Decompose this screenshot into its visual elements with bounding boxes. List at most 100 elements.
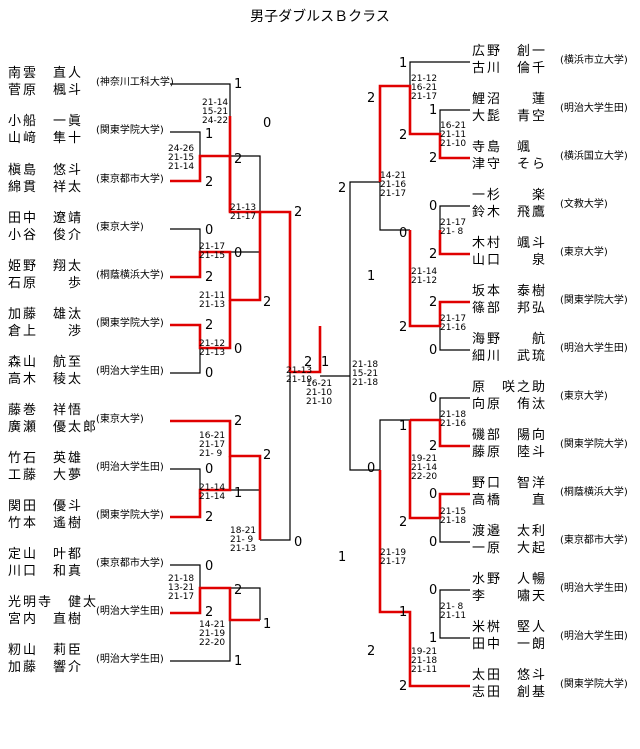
school-name: (関東学院大学) bbox=[96, 318, 164, 329]
player-name: 倉上 渉 bbox=[8, 324, 84, 339]
win-count: 2 bbox=[263, 448, 272, 463]
school-name: (関東学院大学) bbox=[560, 295, 628, 306]
school-name: (明治大学生田) bbox=[560, 103, 628, 114]
player-name: 加藤 雄汰 bbox=[8, 307, 84, 322]
player-name: 川口 和真 bbox=[8, 564, 84, 579]
win-count: 0 bbox=[234, 246, 243, 261]
match-score: 19-21 bbox=[411, 454, 438, 464]
match-score: 21- 8 bbox=[440, 227, 464, 237]
player-name: 藤巻 祥悟 bbox=[8, 403, 84, 418]
school-name: (関東学院大学) bbox=[96, 125, 164, 136]
player-name: 細川 武琉 bbox=[472, 349, 548, 364]
match-score: 21-15 bbox=[440, 507, 467, 517]
player-name: 綿貫 祥太 bbox=[8, 180, 84, 195]
match-score: 13-21 bbox=[168, 583, 195, 593]
school-name: (東京都市大学) bbox=[560, 535, 628, 546]
match-score: 21-12 bbox=[411, 74, 438, 84]
match-score: 21-12 bbox=[411, 276, 438, 286]
match-score: 21-13 bbox=[286, 366, 313, 376]
player-name: 太田 悠斗 bbox=[472, 668, 548, 683]
school-name: (明治大学生田) bbox=[96, 366, 164, 377]
match-score: 21-13 bbox=[199, 300, 226, 310]
player-name: 小谷 俊介 bbox=[8, 228, 84, 243]
school-name: (明治大学生田) bbox=[96, 654, 164, 665]
school-name: (関東学院大学) bbox=[560, 679, 628, 690]
school-name: (明治大学生田) bbox=[560, 631, 628, 642]
player-name: 寺島 颯 bbox=[472, 140, 533, 155]
school-name: (東京大学) bbox=[96, 222, 144, 233]
player-name: 高木 稜太 bbox=[8, 372, 84, 387]
player-name: 水野 人暢 bbox=[472, 572, 548, 587]
school-name: (東京大学) bbox=[96, 414, 144, 425]
match-score: 21-19 bbox=[199, 629, 226, 639]
match-score: 21-17 bbox=[411, 92, 438, 102]
player-name: 李 嘯天 bbox=[472, 589, 548, 604]
win-count: 1 bbox=[263, 617, 272, 632]
win-count: 1 bbox=[429, 103, 438, 118]
match-score: 21-13 bbox=[230, 203, 257, 213]
match-score: 21-17 bbox=[440, 314, 467, 324]
match-score: 21-16 bbox=[440, 419, 467, 429]
win-count: 2 bbox=[234, 583, 243, 598]
player-name: 南雲 直人 bbox=[8, 66, 84, 81]
match-score: 21-18 bbox=[440, 516, 467, 526]
match-score: 21-18 bbox=[352, 360, 379, 370]
win-count: 1 bbox=[429, 631, 438, 646]
win-count: 1 bbox=[234, 77, 243, 92]
player-name: 竹本 遙樹 bbox=[8, 516, 84, 531]
match-score: 21-15 bbox=[199, 251, 226, 261]
match-score: 14-21 bbox=[199, 620, 226, 630]
player-name: 志田 創基 bbox=[472, 685, 548, 700]
win-count: 0 bbox=[205, 462, 214, 477]
school-name: (東京都市大学) bbox=[96, 174, 164, 185]
win-count: 2 bbox=[294, 205, 303, 220]
player-name: 森山 航至 bbox=[8, 355, 84, 370]
match-score: 21-12 bbox=[199, 339, 226, 349]
win-count: 2 bbox=[205, 510, 214, 525]
match-score: 16-21 bbox=[199, 431, 226, 441]
win-count: 0 bbox=[234, 342, 243, 357]
win-count: 0 bbox=[429, 535, 438, 550]
match-score: 16-21 bbox=[306, 379, 333, 389]
match-score: 21-17 bbox=[440, 218, 467, 228]
match-score: 21-11 bbox=[411, 665, 438, 675]
player-name: 一原 大起 bbox=[472, 541, 548, 556]
player-name: 磯部 陽向 bbox=[472, 428, 548, 443]
match-score: 21-16 bbox=[440, 323, 467, 333]
school-name: (明治大学生田) bbox=[560, 583, 628, 594]
player-name: 竹石 英雄 bbox=[8, 451, 84, 466]
school-name: (東京大学) bbox=[560, 247, 608, 258]
page-title: 男子ダブルスＢクラス bbox=[250, 9, 390, 25]
player-name: 鯉沼 蓮 bbox=[472, 92, 548, 107]
player-name: 田中 一朗 bbox=[472, 637, 548, 652]
win-count: 1 bbox=[399, 605, 408, 620]
win-count: 2 bbox=[205, 270, 214, 285]
match-score: 21-14 bbox=[202, 98, 229, 108]
school-name: (関東学院大学) bbox=[96, 510, 164, 521]
match-score: 21-17 bbox=[199, 440, 226, 450]
match-score: 21-13 bbox=[199, 348, 226, 358]
win-count: 0 bbox=[205, 559, 214, 574]
win-count: 0 bbox=[367, 461, 376, 476]
match-score: 22-20 bbox=[411, 472, 438, 482]
win-count: 0 bbox=[429, 391, 438, 406]
school-name: (明治大学生田) bbox=[560, 343, 628, 354]
win-count: 2 bbox=[429, 295, 438, 310]
match-score: 21-14 bbox=[168, 162, 195, 172]
player-name: 関田 優斗 bbox=[8, 499, 84, 514]
win-count: 2 bbox=[205, 175, 214, 190]
match-score: 21-18 bbox=[168, 574, 195, 584]
player-name: 広野 創一 bbox=[472, 44, 548, 59]
win-count: 1 bbox=[338, 550, 347, 565]
match-score: 21-10 bbox=[440, 139, 467, 149]
match-score: 21-11 bbox=[440, 611, 467, 621]
match-score: 21-11 bbox=[199, 291, 226, 301]
player-name: 野口 智洋 bbox=[472, 476, 548, 491]
player-name: 鈴木 飛鷹 bbox=[472, 205, 548, 220]
match-score: 21-19 bbox=[380, 548, 407, 558]
win-count: 2 bbox=[429, 151, 438, 166]
win-count: 1 bbox=[321, 355, 330, 370]
win-count: 2 bbox=[367, 91, 376, 106]
win-count: 1 bbox=[399, 419, 408, 434]
